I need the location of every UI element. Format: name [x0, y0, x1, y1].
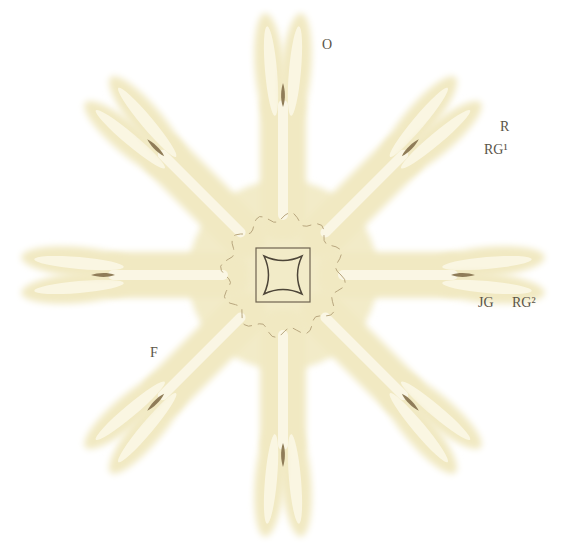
rhopalium: [400, 392, 420, 412]
arm: [250, 12, 316, 240]
rhopalium: [146, 138, 166, 158]
arm: [74, 276, 282, 484]
arm: [284, 276, 492, 484]
rhopalium: [400, 138, 420, 158]
arm: [20, 242, 248, 308]
part-label: RG²: [512, 296, 536, 310]
part-label: RG¹: [484, 143, 508, 157]
arms: [20, 12, 546, 538]
mouth: [264, 256, 302, 294]
part-label: F: [150, 346, 158, 360]
part-label: JG: [478, 296, 494, 310]
part-label: O: [322, 38, 332, 52]
rhopalium: [281, 443, 285, 467]
rhopalium: [281, 83, 285, 107]
mouth-outline: [256, 248, 310, 302]
rhopalium: [146, 392, 166, 412]
rhopalium: [451, 273, 475, 277]
arm: [74, 66, 282, 274]
rhopalium: [91, 273, 115, 277]
gonad-outline: [221, 213, 346, 338]
arm: [250, 310, 316, 538]
arm: [318, 242, 546, 308]
arm: [284, 66, 492, 274]
part-label: R: [500, 120, 509, 134]
